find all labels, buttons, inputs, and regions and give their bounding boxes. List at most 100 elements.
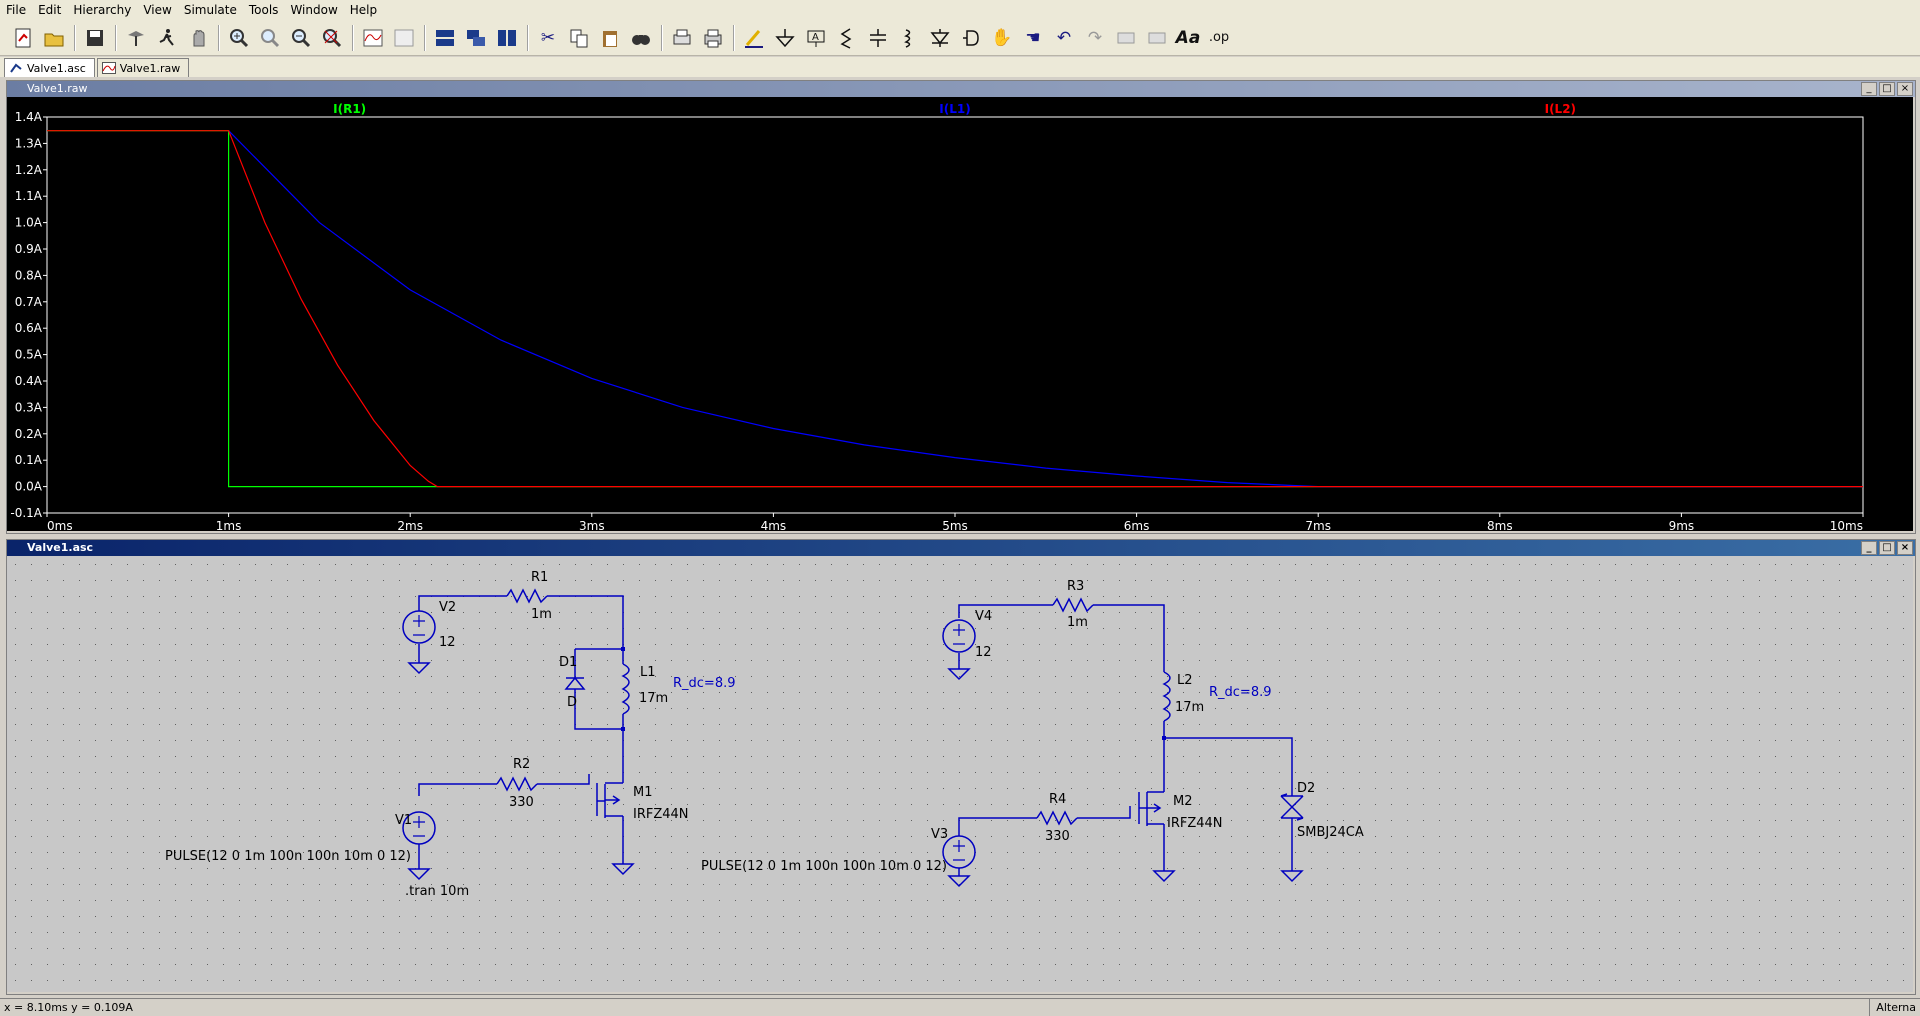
tab-label: Valve1.asc — [27, 61, 86, 75]
x-tick-label: 9ms — [1669, 519, 1695, 531]
v3-value: PULSE(12 0 1m 100n 100n 10m 0 12) — [701, 859, 947, 874]
document-tabs: Valve1.asc Valve1.raw — [0, 57, 1920, 77]
print-icon[interactable] — [700, 25, 726, 51]
y-tick-label: 1.3A — [15, 136, 43, 150]
wire — [1077, 806, 1131, 819]
y-tick-label: 0.2A — [15, 427, 43, 441]
zoom-fit-icon[interactable] — [319, 25, 345, 51]
waveform-plot[interactable]: -0.1A0.0A0.1A0.2A0.3A0.4A0.5A0.6A0.7A0.8… — [7, 97, 1913, 531]
run-icon[interactable] — [154, 25, 180, 51]
schematic-icon — [9, 62, 23, 74]
control-panel-icon[interactable] — [123, 25, 149, 51]
capacitor-icon[interactable] — [865, 25, 891, 51]
diode-icon[interactable] — [927, 25, 953, 51]
wire — [418, 783, 497, 796]
schematic-canvas[interactable]: V2 12 R1 1m D1 D L1 17m R_dc=8.9 M1 IRFZ… — [7, 556, 1913, 992]
close-button[interactable]: × — [1897, 82, 1913, 96]
open-folder-icon[interactable] — [41, 25, 67, 51]
halt-icon[interactable] — [185, 25, 211, 51]
plot-window-title[interactable]: Valve1.raw _ □ × — [7, 81, 1915, 97]
menu-simulate[interactable]: Simulate — [183, 3, 237, 17]
y-tick-label: 0.7A — [15, 295, 43, 309]
menu-edit[interactable]: Edit — [38, 3, 62, 17]
spice-directive-icon[interactable]: .op — [1208, 30, 1230, 45]
pan-icon[interactable] — [257, 25, 283, 51]
v4-label: V4 — [975, 609, 992, 624]
window-title: Valve1.raw — [27, 82, 88, 95]
menu-file[interactable]: File — [6, 3, 27, 17]
tran-directive[interactable]: .tran 10m — [405, 884, 469, 899]
toolbar-separator — [115, 24, 117, 51]
redo-icon[interactable]: ↷ — [1087, 27, 1103, 48]
r2-resistor — [496, 776, 538, 792]
restore-button[interactable]: □ — [1879, 541, 1895, 555]
menu-tools[interactable]: Tools — [248, 3, 279, 17]
paste-icon[interactable] — [597, 25, 623, 51]
drag-hand-icon[interactable]: ☚ — [1025, 27, 1041, 48]
plot-frame — [46, 116, 1864, 514]
r2-value: 330 — [509, 795, 534, 810]
r2-label: R2 — [513, 757, 530, 772]
zoom-in-icon[interactable] — [226, 25, 252, 51]
l1-value: 17m — [639, 691, 668, 706]
y-tick-label: 0.3A — [15, 400, 43, 414]
cascade-icon[interactable] — [463, 25, 489, 51]
svg-text:A: A — [812, 32, 819, 43]
autorange-icon[interactable] — [360, 25, 386, 51]
resistor-icon[interactable] — [834, 25, 860, 51]
label-net-icon[interactable]: A — [803, 25, 829, 51]
restore-button[interactable]: □ — [1879, 82, 1895, 96]
draw-wire-icon[interactable] — [741, 25, 767, 51]
v1-value: PULSE(12 0 1m 100n 100n 10m 0 12) — [165, 849, 411, 864]
window-title: Valve1.asc — [27, 541, 94, 554]
inductor-icon[interactable] — [896, 25, 922, 51]
ground-symbol — [1152, 870, 1176, 883]
print-preview-icon[interactable] — [669, 25, 695, 51]
zoom-out-icon[interactable] — [288, 25, 314, 51]
x-tick-label: 3ms — [579, 519, 605, 531]
ground-icon[interactable] — [772, 25, 798, 51]
undo-icon[interactable]: ↶ — [1056, 27, 1072, 48]
move-hand-icon[interactable]: ✋ — [991, 27, 1013, 48]
menu-view[interactable]: View — [143, 3, 172, 17]
status-bar: x = 8.10ms y = 0.109A Alterna — [0, 998, 1920, 1016]
tile-vertical-icon[interactable] — [494, 25, 520, 51]
component-icon[interactable] — [958, 25, 984, 51]
tab-valve1-asc[interactable]: Valve1.asc — [4, 58, 95, 77]
minimize-button[interactable]: _ — [1861, 82, 1877, 96]
x-tick-label: 0ms — [47, 519, 73, 531]
l2-inductor — [1162, 671, 1171, 722]
cut-icon[interactable]: ✂ — [540, 27, 556, 48]
y-tick-label: 0.0A — [15, 480, 43, 494]
save-icon[interactable] — [82, 25, 108, 51]
y-tick-label: 0.9A — [15, 242, 43, 256]
minimize-button[interactable]: _ — [1861, 541, 1877, 555]
toolbar: ✂ A ✋ ☚ ↶ ↷ Aa .op — [0, 20, 1920, 56]
rotate-icon[interactable] — [1113, 25, 1139, 51]
copy-icon[interactable] — [566, 25, 592, 51]
text-icon[interactable]: Aa — [1175, 27, 1201, 48]
d1-value: D — [567, 695, 577, 710]
y-tick-label: 1.0A — [15, 216, 43, 230]
schematic-window-title[interactable]: Valve1.asc _ □ × — [7, 540, 1915, 556]
d1-diode — [564, 676, 586, 690]
menu-window[interactable]: Window — [290, 3, 338, 17]
l2-value: 17m — [1175, 700, 1204, 715]
menu-hierarchy[interactable]: Hierarchy — [73, 3, 132, 17]
series-line-il2 — [47, 130, 1863, 488]
legend-label-il2: I(L2) — [1545, 102, 1576, 116]
wire — [547, 595, 624, 649]
close-button[interactable]: × — [1897, 541, 1913, 555]
menu-help[interactable]: Help — [349, 3, 378, 17]
find-icon[interactable] — [628, 25, 654, 51]
new-schematic-icon[interactable] — [10, 25, 36, 51]
status-right-text: Alterna — [1869, 999, 1916, 1016]
tab-valve1-raw[interactable]: Valve1.raw — [96, 58, 190, 77]
tile-horizontal-icon[interactable] — [432, 25, 458, 51]
m2-value: IRFZ44N — [1167, 816, 1223, 831]
v2-label: V2 — [439, 600, 456, 615]
mirror-icon[interactable] — [1144, 25, 1170, 51]
manual-limits-icon[interactable] — [391, 25, 417, 51]
v1-label: V1 — [395, 813, 412, 828]
